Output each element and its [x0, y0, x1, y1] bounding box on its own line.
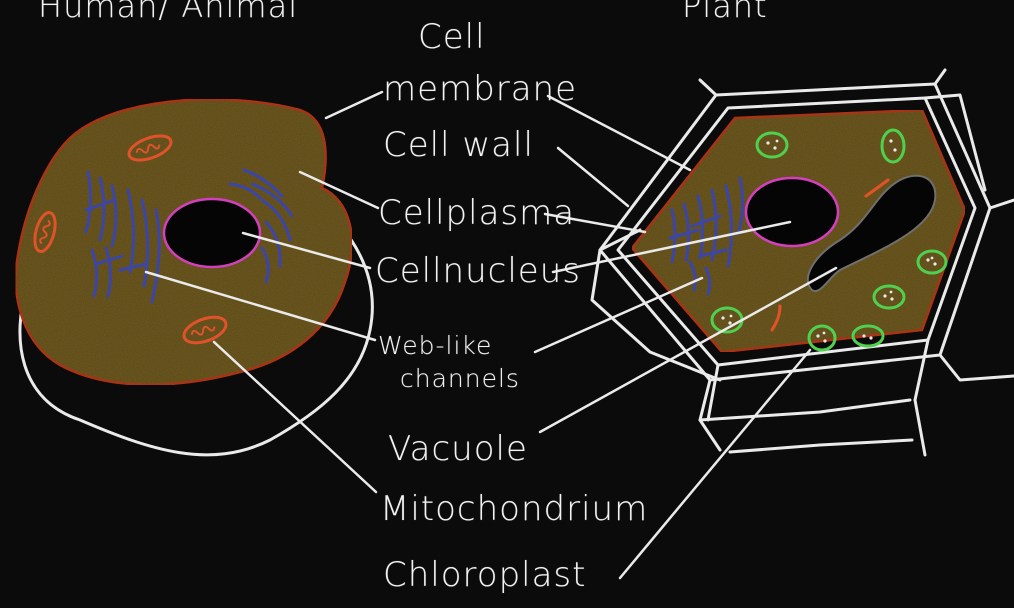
- label-cell: Cell: [418, 20, 486, 54]
- label-web-like: Web-like: [378, 333, 492, 358]
- animal-cell: [16, 99, 372, 454]
- pointer-membrane-animal: [326, 92, 382, 118]
- label-cell-wall: Cell wall: [383, 128, 534, 162]
- heading-plant: Plant: [682, 0, 768, 22]
- label-chloroplast: Chloroplast: [383, 558, 586, 592]
- plant-nucleus: [746, 178, 838, 246]
- pointer-mitochondrium: [214, 342, 376, 492]
- label-channels: channels: [400, 366, 520, 391]
- label-cellnucleus: Cellnucleus: [375, 254, 581, 288]
- label-vacuole: Vacuole: [388, 432, 528, 466]
- label-cellplasma: Cellplasma: [378, 196, 575, 230]
- label-membrane: membrane: [383, 72, 577, 106]
- heading-animal: Human/ Animal: [38, 0, 298, 22]
- plant-cell: [592, 70, 1014, 455]
- label-mitochondrium: Mitochondrium: [380, 492, 648, 526]
